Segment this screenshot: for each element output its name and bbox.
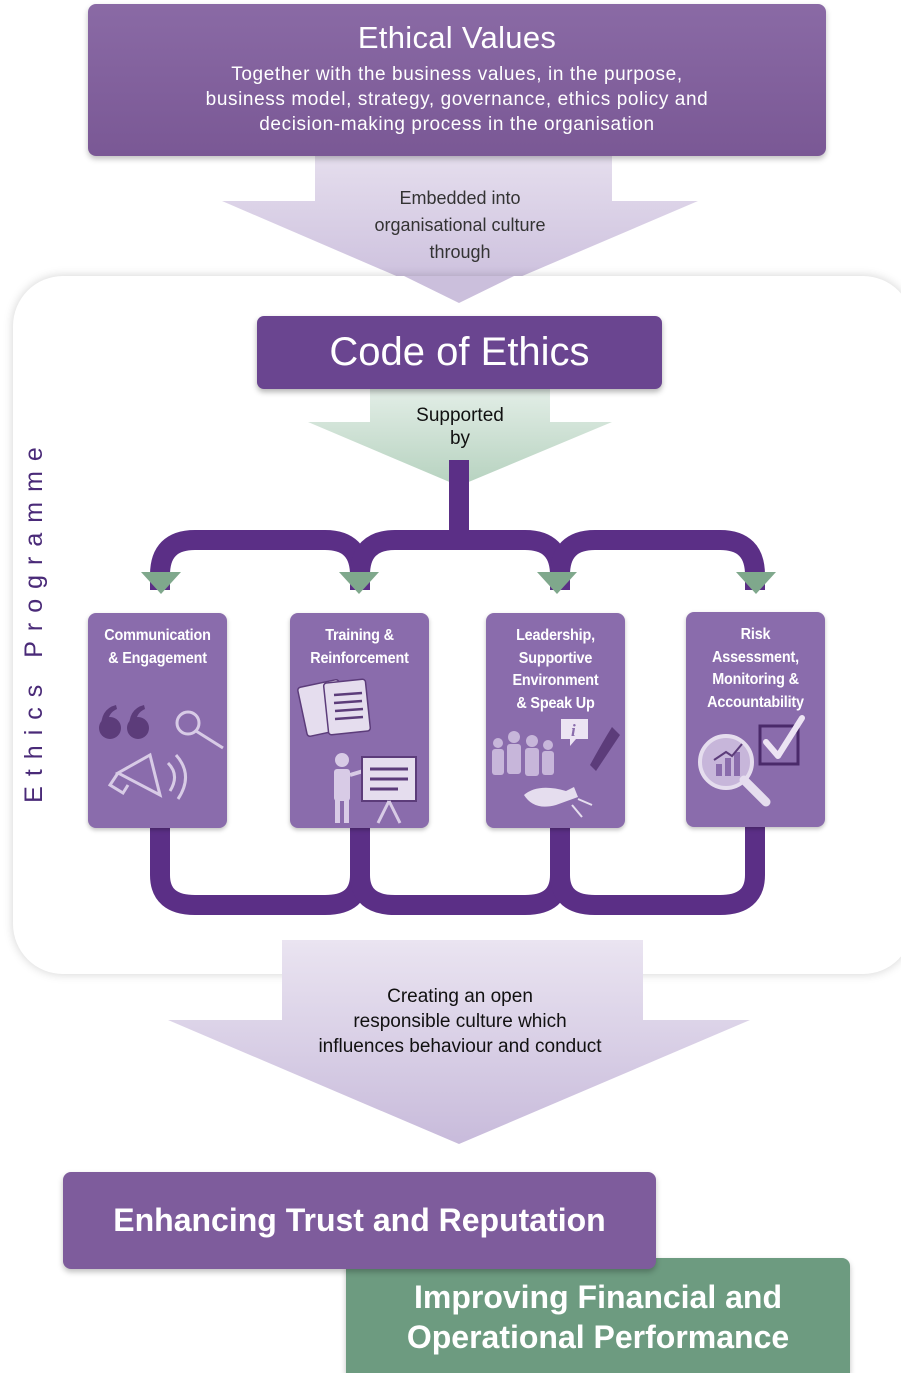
pillar-pointer (339, 572, 379, 594)
pillar-title-line: & Engagement (108, 649, 207, 667)
description-line: Together with the business values, in th… (231, 64, 683, 85)
description-line: business model, strategy, governance, et… (205, 89, 709, 110)
pillar-title-line: Assessment, (712, 648, 799, 666)
top-arrow (222, 150, 698, 303)
arrow-text-line: responsible culture which (353, 1011, 567, 1032)
arrow-text-line: through (429, 242, 491, 262)
pillar-title: Training & Reinforcement (297, 625, 422, 670)
ethical-values-title: Ethical Values (357, 20, 557, 55)
pillar-pointer (537, 572, 577, 594)
pillar-risk-assessment: Risk Assessment, Monitoring & Accountabi… (686, 612, 825, 827)
loop-top-2 (350, 530, 570, 590)
pillar-title-line: Communication (104, 627, 211, 644)
loop-bottom-2 (350, 820, 570, 915)
magnifier-chart-checkbox-icon (698, 715, 805, 807)
pillar-title-line: Monitoring & (712, 671, 799, 688)
arrow-text-line: Creating an open (387, 986, 533, 1007)
pillar-title-line: Accountability (707, 693, 804, 711)
pillar-leadership-speak-up: Leadership, Supportive Environment & Spe… (486, 613, 625, 828)
pillar-title-line: Training & (325, 627, 394, 644)
pillar-communication-engagement: Communication & Engagement (88, 613, 227, 828)
embedded-arrow-text: Embedded into organisational culture thr… (320, 185, 600, 266)
supported-line: by (449, 428, 471, 449)
description-line: decision-making process in the organisat… (259, 114, 655, 135)
ethical-values-description: Together with the business values, in th… (158, 62, 756, 137)
documents-presenter-board-icon (297, 678, 417, 824)
pillar-title-line: Reinforcement (310, 649, 409, 667)
trust-reputation-box: Enhancing Trust and Reputation (63, 1172, 656, 1269)
pillar-title: Communication & Engagement (95, 625, 220, 670)
pillar-title-line: Environment (512, 672, 599, 689)
loop-bottom-1 (150, 820, 370, 915)
code-of-ethics-box: Code of Ethics (257, 316, 662, 389)
pillar-title-line: Leadership, (516, 627, 595, 644)
ethical-values-box: Ethical Values Together with the busines… (88, 4, 826, 156)
loop-top-3 (550, 530, 765, 590)
outcome-line: Operational Performance (406, 1319, 790, 1355)
creating-culture-text: Creating an open responsible culture whi… (270, 984, 650, 1059)
pillar-title: Leadership, Supportive Environment & Spe… (493, 625, 618, 715)
supported-by-text: Supported by (380, 404, 540, 450)
pillar-pointer (736, 572, 776, 594)
quote-megaphone-microphone-icon (99, 705, 224, 800)
pillar-title-line: Risk (740, 626, 771, 643)
pillar-pointer (141, 572, 181, 594)
bottom-arrow (168, 940, 750, 1144)
arrow-text-line: organisational culture (374, 215, 546, 235)
pillar-title-line: & Speak Up (516, 694, 595, 712)
outcome-line: Improving Financial and (413, 1279, 783, 1315)
svg-text:i: i (571, 721, 576, 740)
supported-line: Supported (416, 405, 504, 426)
loop-top-1 (150, 530, 370, 590)
arrow-text-line: Embedded into (399, 188, 521, 208)
arrow-text-line: influences behaviour and conduct (318, 1036, 602, 1057)
pillar-training-reinforcement: Training & Reinforcement (290, 613, 429, 828)
top-arrow-tip (404, 276, 514, 303)
pillar-title: Risk Assessment, Monitoring & Accountabi… (693, 624, 818, 714)
loop-bottom-3 (550, 820, 765, 915)
pillar-title-line: Supportive (518, 649, 593, 667)
supported-arrow (308, 388, 612, 486)
people-info-phone-whistle-icon: i (492, 719, 620, 818)
financial-performance-box: Improving Financial and Operational Perf… (346, 1258, 850, 1373)
